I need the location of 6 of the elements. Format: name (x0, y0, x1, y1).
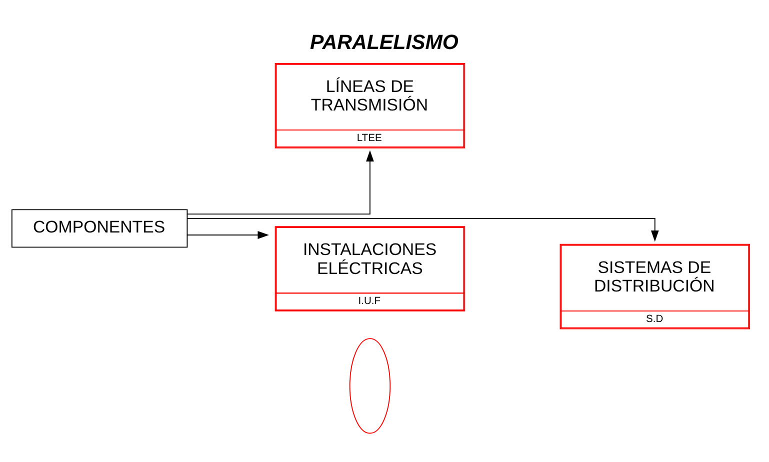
arrow (186, 150, 374, 214)
arrow (186, 230, 269, 238)
arrow (186, 217, 659, 242)
diagram-title: PARALELISMO (310, 30, 458, 54)
node-box: COMPONENTES (11, 208, 188, 248)
node-ellipse (349, 338, 391, 434)
